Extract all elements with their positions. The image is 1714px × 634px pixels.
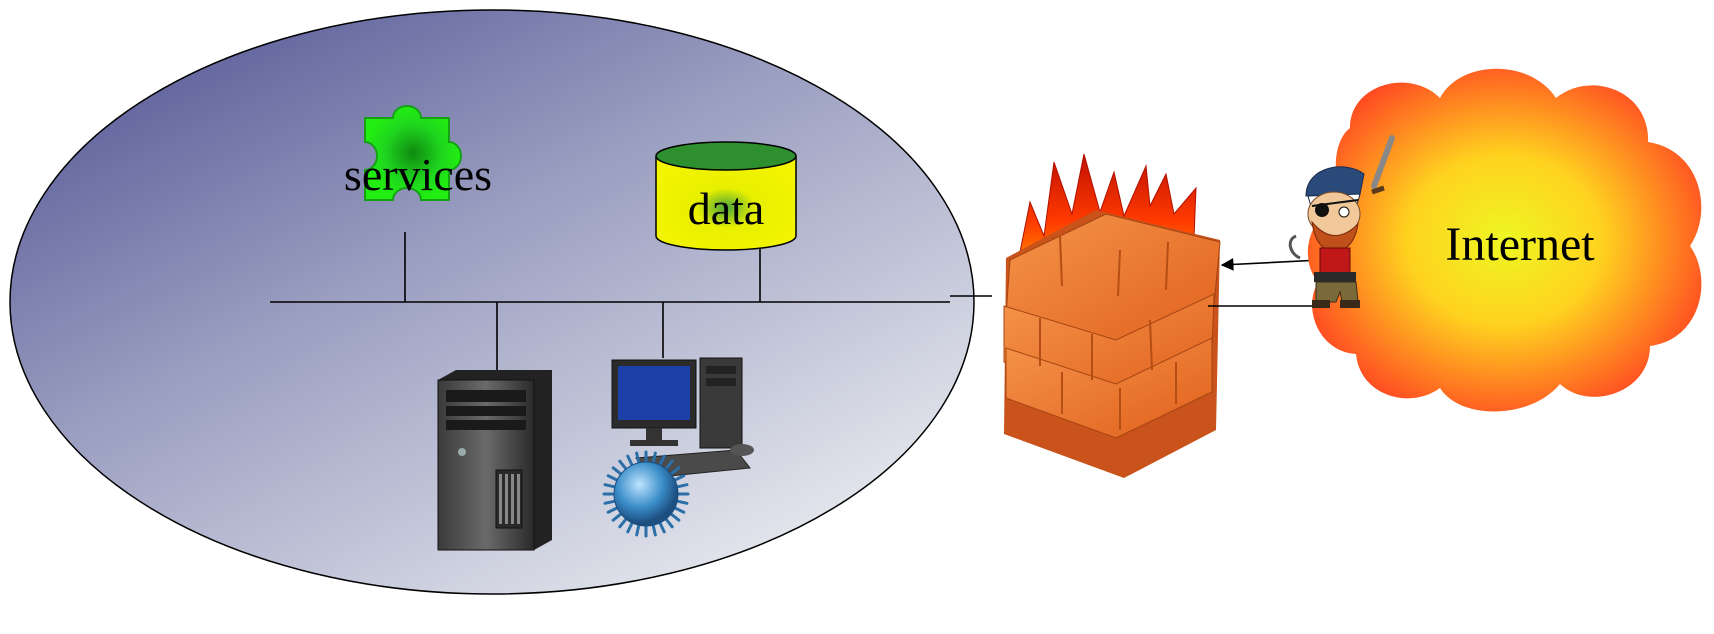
puzzle-piece-icon: [364, 105, 462, 201]
network-bus: [270, 232, 992, 372]
database-icon: [655, 141, 797, 251]
internet-label: Internet: [1445, 218, 1595, 271]
pirate-icon: [1288, 135, 1395, 308]
cloud-icon: [1307, 68, 1702, 412]
virus-icon: [602, 450, 690, 538]
firewall-icon: [1003, 153, 1221, 478]
server-tower-icon: [437, 370, 552, 551]
data-label: data: [688, 183, 765, 234]
services-label: services: [344, 149, 492, 200]
